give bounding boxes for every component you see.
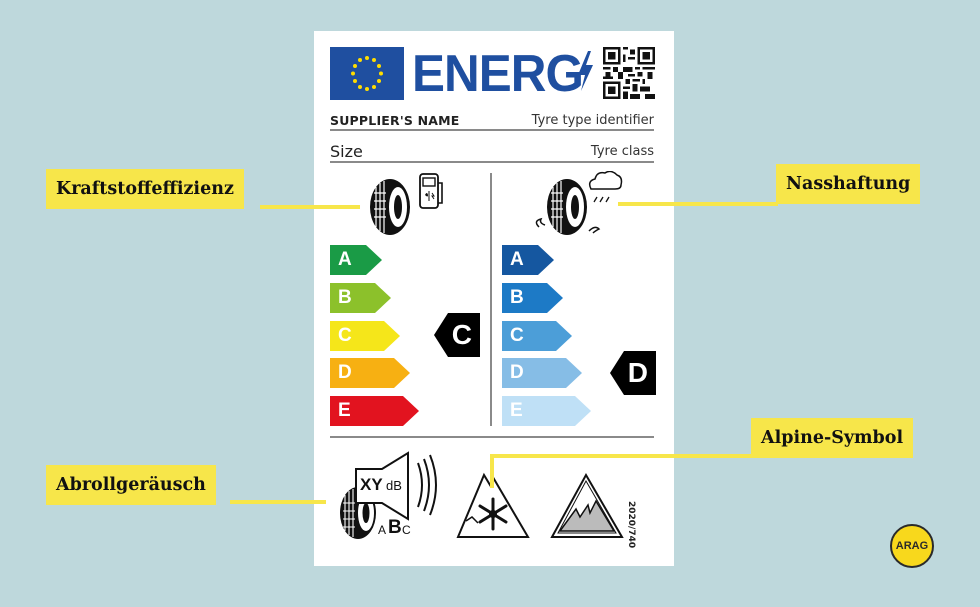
column-divider	[490, 173, 492, 426]
fuel-leader-line	[260, 205, 360, 209]
callout-alpine-symbol: Alpine-Symbol	[751, 418, 914, 458]
arag-logo: ARAG	[890, 524, 934, 568]
fuel-class-e: E	[330, 396, 419, 426]
tyre-fuel-pump-icon	[370, 173, 443, 235]
alpine-snowflake-mountain-icon	[456, 472, 530, 538]
wet-class-a: A	[502, 245, 554, 275]
regulation-code: 2020/740	[626, 501, 636, 549]
callout-nasshaftung: Nasshaftung	[776, 164, 921, 204]
fuel-class-d: D	[330, 358, 410, 388]
alpine-leader-vertical	[490, 454, 494, 488]
noise-unit: dB	[386, 478, 402, 493]
tyre-class: Tyre class	[590, 144, 654, 159]
tyre-rain-cloud-icon	[535, 171, 623, 235]
fuel-class-b: B	[330, 283, 391, 313]
fuel-class-a: A	[330, 245, 382, 275]
noise-class-a: A	[378, 523, 387, 537]
tyre-type-identifier: Tyre type identifier	[531, 113, 654, 128]
wet-class-b: B	[502, 283, 563, 313]
lightning-bolt-icon	[578, 51, 593, 91]
wet-class-e: E	[502, 396, 591, 426]
tyre-size: Size	[330, 142, 363, 161]
energy-title: ENERG	[412, 45, 584, 103]
qr-code-icon	[603, 47, 655, 99]
callout-kraftstoffeffizienz: Kraftstoffeffizienz	[46, 169, 244, 209]
noise-leader-line	[230, 500, 326, 504]
callout-abrollgeraeusch: Abrollgeräusch	[46, 465, 216, 505]
wet-class-c: C	[502, 321, 572, 351]
noise-class-b: B	[388, 517, 402, 538]
wet-leader-line	[618, 202, 778, 206]
alpine-leader-horizontal	[490, 454, 752, 458]
noise-value: XY	[360, 475, 383, 494]
size-row: Size Tyre class	[330, 141, 654, 163]
supplier-row: SUPPLIER'S NAME Tyre type identifier	[330, 111, 654, 131]
tyre-speaker-icon: XY dB A B C	[334, 451, 454, 541]
section-divider	[330, 436, 654, 438]
supplier-name: SUPPLIER'S NAME	[330, 113, 460, 128]
eu-flag-icon	[330, 47, 404, 100]
wet-rating-marker: D	[610, 351, 656, 395]
fuel-class-c: C	[330, 321, 400, 351]
tyre-energy-label: ENERG SUPPLIER'S NAME Tyre type identifi…	[314, 31, 674, 566]
wet-class-d: D	[502, 358, 582, 388]
fuel-rating-marker: C	[434, 313, 480, 357]
ice-grip-mountain-icon	[550, 472, 624, 538]
noise-class-c: C	[402, 523, 411, 537]
